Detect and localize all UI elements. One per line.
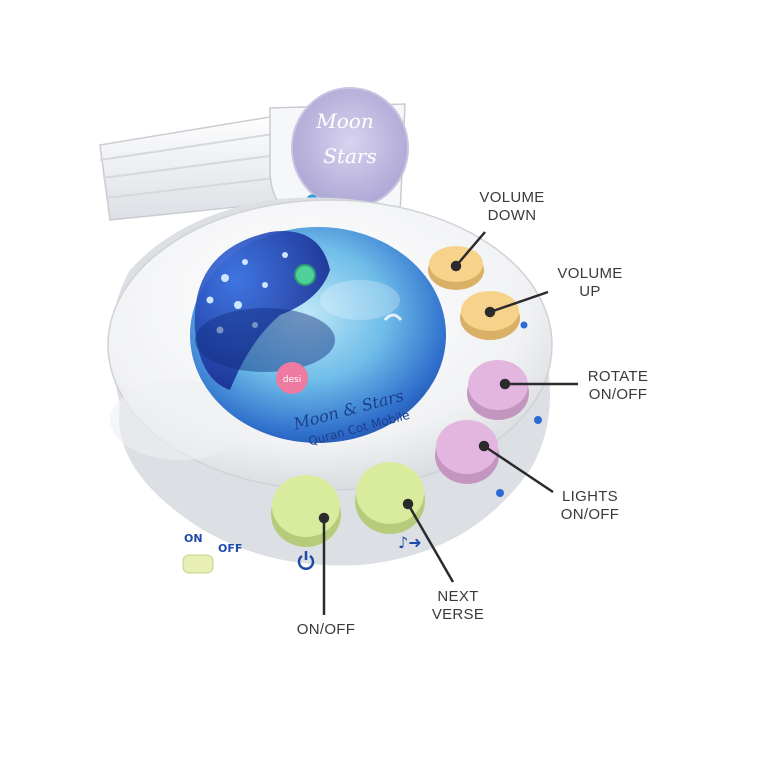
power-slide-switch[interactable] [182,554,214,574]
projector-dome [190,227,446,443]
rotate-icon [534,416,542,424]
leader-lines [318,231,578,615]
lights-button[interactable] [435,420,499,484]
switch-off-text: OFF [218,542,243,555]
svg-text:Moon: Moon [315,109,373,133]
on-off-label: ON/OFF [296,621,356,638]
power-icon [297,551,315,570]
svg-text:♪➜: ♪➜ [398,533,422,552]
brand-plaque: Moon Stars [291,87,409,209]
svg-text:desi: desi [283,375,301,385]
switch-on-text: ON [184,532,203,545]
rotate-button[interactable] [467,360,529,420]
speaker-icon [520,321,528,329]
power-button[interactable] [271,475,341,547]
music-note-icon: ♪➜ [398,533,422,552]
svg-text:Stars: Stars [323,144,377,168]
lightbulb-icon [496,489,504,497]
next-verse-button[interactable] [355,462,425,534]
